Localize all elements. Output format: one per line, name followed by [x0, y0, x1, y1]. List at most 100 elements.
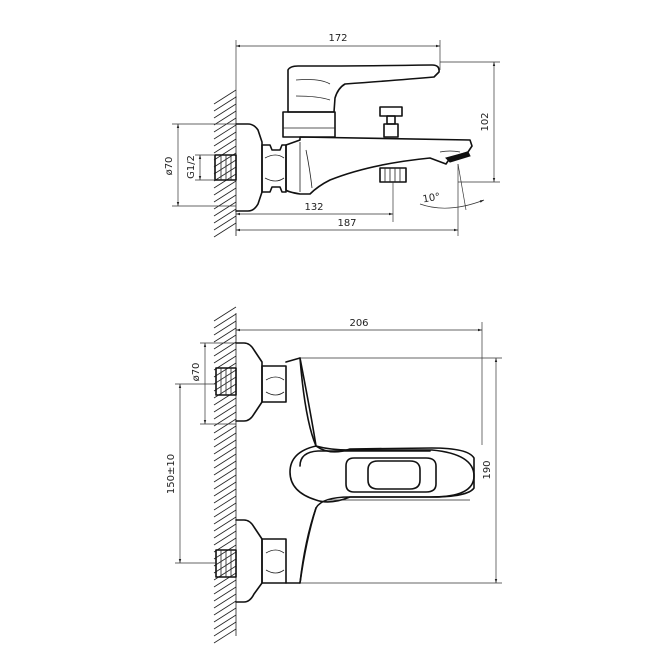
wall-hatch-line — [213, 439, 237, 455]
dim-172: 172 — [235, 33, 441, 98]
cartridge-housing — [282, 111, 336, 138]
wall-hatch-line — [213, 488, 237, 504]
dim-150-label: 150±10 — [166, 454, 177, 494]
wall-hatch-line — [213, 173, 237, 189]
dim-187-label: 187 — [337, 218, 356, 229]
wall-hatch-line — [213, 397, 237, 413]
wall-hatch-line — [213, 551, 237, 567]
wall-hatch-line — [213, 404, 237, 420]
mixer-body-side — [285, 136, 473, 195]
dim-206-label: 206 — [349, 318, 368, 329]
wall-hatch-line — [213, 425, 237, 441]
dim-172-label: 172 — [328, 33, 347, 44]
wall-hatch-line — [213, 474, 237, 490]
wall-hatch-line — [213, 103, 237, 119]
wall-hatch-line — [213, 495, 237, 511]
dim-d70-front: ø70 — [191, 342, 236, 425]
wall-hatch-line — [213, 586, 237, 602]
wall-hatch-line — [213, 530, 237, 546]
wall-hatch-line — [213, 509, 237, 525]
wall-hatch-line — [213, 187, 237, 203]
dim-10deg-label: 10° — [422, 192, 441, 206]
wall-hatch-line — [213, 138, 237, 154]
wall-hatch-line — [213, 201, 237, 217]
dim-132: 132 — [236, 182, 394, 222]
spout-aerator — [445, 151, 471, 163]
wall-hatch-line — [213, 215, 237, 231]
wall-hatch-line — [213, 159, 237, 175]
wall-hatch-line — [213, 593, 237, 609]
wall-hatch-line — [213, 334, 237, 350]
lower-inlet — [215, 519, 287, 603]
wall-hatch-line — [213, 467, 237, 483]
dim-d70-front-label: ø70 — [191, 363, 202, 382]
wall-hatch-line — [213, 110, 237, 126]
dim-150: 150±10 — [166, 383, 216, 564]
inlet-pipe — [214, 154, 237, 181]
wall-hatch-line — [213, 572, 237, 588]
wall-hatch-line — [213, 320, 237, 336]
wall-hatch-line — [213, 369, 237, 385]
lever-handle-front — [289, 445, 475, 503]
wall-hatch-line — [213, 607, 237, 623]
dim-190-label: 190 — [482, 460, 493, 479]
hex-nut — [261, 144, 287, 193]
wall-hatch-line — [213, 208, 237, 224]
wall-hatch-line — [213, 117, 237, 133]
dim-102: 102 — [440, 61, 500, 183]
wall-hatch-line — [213, 621, 237, 637]
wall-hatch-line — [213, 222, 237, 238]
dim-206: 206 — [235, 318, 483, 445]
dim-g12-label: G1/2 — [186, 155, 197, 179]
wall-hatch-line — [213, 362, 237, 378]
wall-hatch-line — [213, 376, 237, 392]
wall-hatch-line — [213, 565, 237, 581]
dim-132-label: 132 — [304, 202, 323, 213]
wall-hatch-line — [213, 418, 237, 434]
dim-g12: G1/2 — [186, 154, 215, 181]
wall-hatch-line — [213, 124, 237, 140]
diverter-knob — [379, 106, 403, 138]
wall-hatch-line — [213, 516, 237, 532]
wall-hatch-line — [213, 446, 237, 462]
wall-hatch-line — [213, 89, 237, 105]
wall-hatch-line — [213, 579, 237, 595]
wall-hatch-line — [213, 383, 237, 399]
wall-hatch-line — [213, 432, 237, 448]
wall-hatch-line — [213, 306, 237, 322]
wall-hatch-line — [213, 145, 237, 161]
wall-hatch-line — [213, 131, 237, 147]
upper-inlet — [215, 342, 287, 422]
wall-hatch-line — [213, 194, 237, 210]
wall-hatch-line — [213, 523, 237, 539]
wall-hatch-line — [213, 502, 237, 518]
wall-hatch-line — [213, 348, 237, 364]
wall-hatch-line — [213, 341, 237, 357]
wall-hatch-line — [213, 327, 237, 343]
wall-hatch-line — [213, 558, 237, 574]
wall-hatch-line — [213, 628, 237, 644]
wall-hatch-line — [213, 460, 237, 476]
shower-outlet — [379, 167, 407, 183]
wall-hatch-line — [213, 453, 237, 469]
dim-d70-side-label: ø70 — [164, 157, 175, 176]
dim-190: 190 — [300, 357, 502, 584]
wall-hatch-line — [213, 544, 237, 560]
wall-hatch-line — [213, 180, 237, 196]
wall-hatch-line — [213, 390, 237, 406]
wall-hatch-line — [213, 96, 237, 112]
wall-top — [213, 89, 237, 238]
wall-hatch-line — [213, 614, 237, 630]
lever-handle-side — [287, 64, 440, 113]
wall-bottom — [213, 306, 237, 644]
side-view: 172 102 ø70 G1/2 132 187 — [164, 33, 500, 238]
dim-102-label: 102 — [480, 112, 491, 131]
dim-187: 187 — [236, 164, 459, 236]
wall-hatch-line — [213, 481, 237, 497]
dim-d70-side: ø70 — [164, 123, 236, 207]
dim-10deg: 10° — [419, 163, 485, 211]
wall-hatch-line — [213, 313, 237, 329]
mixer-body-front — [285, 357, 475, 584]
wall-hatch-line — [213, 600, 237, 616]
